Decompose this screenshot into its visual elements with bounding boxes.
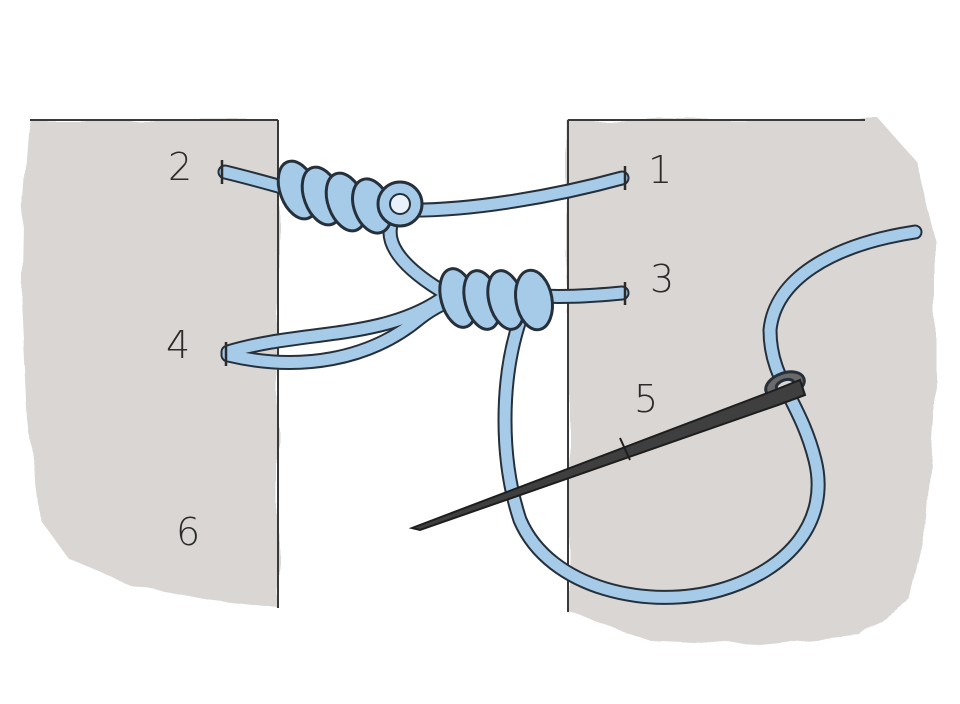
point-ticks <box>220 160 627 366</box>
right-fabric-panel <box>567 119 935 645</box>
upper-wraps <box>276 159 424 235</box>
label-3: 3 <box>650 257 674 301</box>
point-labels: 2 1 3 4 5 6 <box>166 145 674 554</box>
lower-wraps <box>438 267 554 332</box>
needle-icon <box>408 378 807 532</box>
label-6: 6 <box>176 510 200 554</box>
label-1: 1 <box>648 148 672 192</box>
label-4: 4 <box>166 323 190 367</box>
label-2: 2 <box>168 145 192 189</box>
label-5: 5 <box>634 377 658 421</box>
